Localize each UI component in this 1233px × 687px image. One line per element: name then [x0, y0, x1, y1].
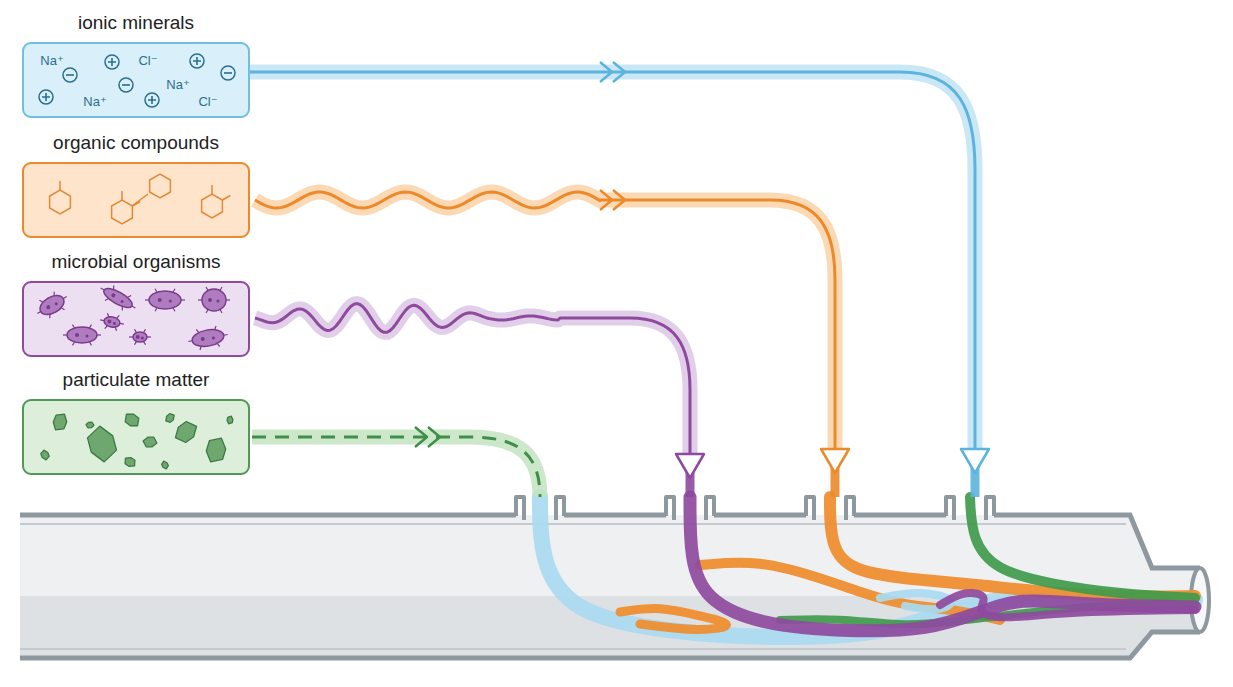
particle: [143, 437, 157, 447]
flow-chevron: [600, 190, 612, 210]
benzene-ring: [112, 200, 133, 224]
pipe-wall: [20, 632, 1200, 658]
box-fill: [22, 162, 250, 238]
flow-band: [620, 609, 727, 630]
microbe: [129, 329, 151, 345]
source-box: microbial organisms: [22, 247, 250, 357]
arrowhead: [961, 449, 989, 473]
charge-symbol: [119, 78, 133, 92]
box-heading: microbial organisms: [22, 247, 250, 281]
box-fill: [22, 42, 250, 118]
stream-line: [250, 72, 975, 455]
particle: [87, 426, 116, 462]
ion-label: Na⁺: [166, 78, 189, 91]
flow-band: [970, 497, 1195, 598]
charge-sign: [193, 57, 201, 65]
particle: [166, 414, 174, 423]
box-frame: [22, 162, 250, 238]
flow-chevron: [415, 427, 427, 447]
particle: [41, 450, 49, 460]
benzene-ring: [150, 174, 171, 198]
source-box: particulate matter: [22, 365, 250, 475]
ion-label: Cl⁻: [138, 54, 157, 67]
microbe: [198, 287, 230, 313]
flow-chevron: [600, 62, 612, 82]
box-fill: [22, 399, 250, 475]
stream-band: [250, 72, 975, 455]
flow-band: [690, 497, 1195, 631]
box-frame: [22, 399, 250, 475]
microbe: [99, 312, 125, 332]
box-fill: [22, 281, 250, 357]
methyl-bond: [211, 185, 213, 194]
particle: [175, 422, 196, 443]
methyl-bond: [59, 181, 61, 190]
particle: [53, 414, 67, 430]
stream-line: [252, 437, 540, 497]
pipe-wall: [20, 515, 1200, 568]
stream-band: [252, 437, 540, 497]
charge-sign: [66, 74, 74, 76]
flow-band: [540, 497, 1195, 637]
pipe: [20, 497, 1209, 658]
source-box: organic compounds: [22, 128, 250, 238]
particle: [125, 414, 139, 426]
charge-symbol: [190, 54, 204, 68]
charge-symbol: [145, 93, 159, 107]
flow-band: [940, 593, 1195, 617]
arrowhead: [821, 449, 849, 473]
charge-symbol: [39, 90, 53, 104]
microbe: [63, 325, 101, 346]
box-fills: [22, 42, 250, 475]
benzene-ring: [50, 190, 71, 214]
inflow-streams: [250, 62, 989, 497]
charge-sign: [148, 96, 156, 104]
charge-sign: [122, 84, 130, 86]
charge-symbol: [221, 66, 235, 80]
methyl-bond: [121, 191, 123, 200]
arrowhead: [676, 454, 704, 478]
ion-label: Cl⁻: [198, 95, 217, 108]
box-heading: particulate matter: [22, 365, 250, 399]
particle: [206, 438, 225, 462]
microbe: [96, 281, 139, 316]
charge-symbol: [105, 55, 119, 69]
ion-label: Na⁺: [40, 54, 63, 67]
flow-chevron: [428, 427, 440, 447]
box-frame: [22, 281, 250, 357]
particle: [162, 461, 169, 469]
biphenyl-bond: [132, 194, 148, 206]
flow-chevron: [613, 62, 625, 82]
microbe: [32, 288, 72, 323]
box-heading: organic compounds: [22, 128, 250, 162]
microbe: [145, 289, 185, 312]
flow-band: [830, 497, 1195, 596]
flow-chevron: [613, 190, 625, 210]
charge-symbol: [63, 68, 77, 82]
methyl-bond: [222, 196, 230, 201]
charge-sign: [42, 93, 50, 101]
charge-sign: [224, 72, 232, 74]
mixing-flows: [540, 497, 1195, 637]
particle: [227, 416, 233, 424]
charge-sign: [108, 58, 116, 66]
benzene-ring: [202, 194, 223, 218]
ion-label: Na⁺: [83, 95, 106, 108]
particle: [86, 422, 94, 428]
box-heading: ionic minerals: [22, 8, 250, 42]
microbe: [186, 324, 229, 351]
particle: [125, 458, 135, 467]
